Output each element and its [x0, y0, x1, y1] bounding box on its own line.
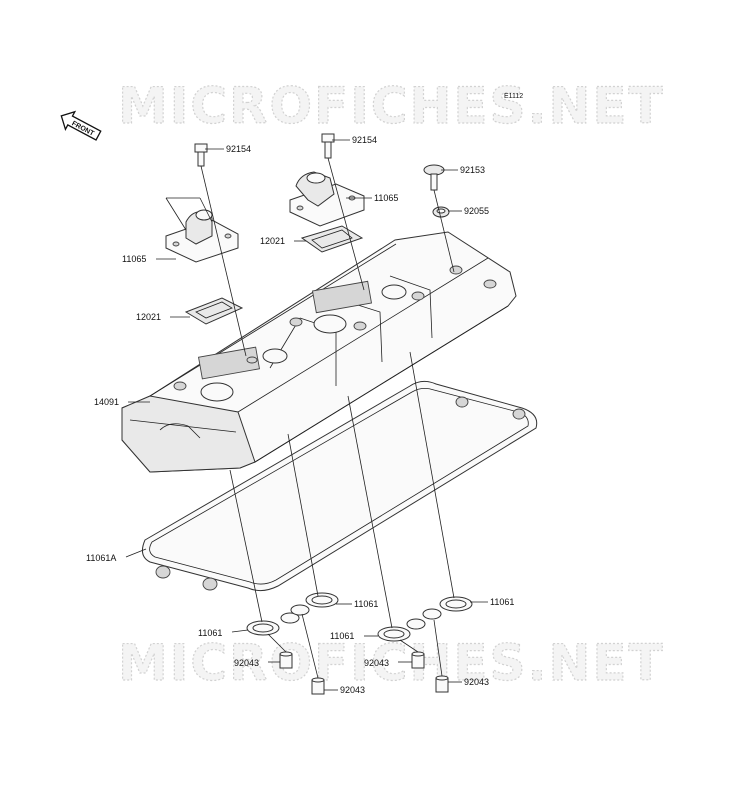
label-plug-gasket-b: 11061: [354, 599, 378, 609]
washer: [432, 206, 450, 218]
cover-gasket: [141, 380, 538, 592]
plug-gasket-d: [422, 596, 473, 620]
label-plug-gasket-a: 11061: [198, 628, 222, 638]
plug-gasket-c: [377, 618, 426, 642]
plate-left: [184, 297, 244, 325]
label-head-cover: 14091: [94, 397, 119, 407]
plate-right: [300, 225, 364, 253]
label-plate-right: 12021: [260, 236, 285, 246]
label-cover-gasket: 11061A: [86, 553, 116, 563]
bolt-right: [321, 133, 335, 159]
label-dowel-b: 92043: [340, 685, 365, 695]
arrow-icon: [60, 110, 102, 141]
front-marker: FRONT: [60, 110, 102, 141]
label-bolt-left: 92154: [226, 144, 251, 154]
label-breather-left: 11065: [122, 254, 146, 264]
label-breather-right: 11065: [374, 193, 398, 203]
label-bolt-right: 92154: [352, 135, 377, 145]
label-plug-gasket-c: 11061: [330, 631, 354, 641]
diagram-code: E1112: [504, 93, 523, 100]
bolt-left: [194, 143, 208, 167]
plug-gasket-a: [246, 612, 300, 636]
screw: [423, 164, 445, 191]
label-dowel-d: 92043: [464, 677, 489, 687]
breather-left: [165, 209, 239, 263]
watermark-bottom: MICROFICHES.NET: [118, 634, 665, 692]
label-washer: 92055: [464, 206, 489, 216]
label-screw: 92153: [460, 165, 485, 175]
dowel-d: [435, 675, 449, 693]
plug-gasket-b: [290, 592, 339, 616]
watermark-top: MICROFICHES.NET: [118, 77, 665, 135]
leader-lines: [125, 139, 488, 691]
dowel-a: [279, 651, 293, 669]
label-plug-gasket-d: 11061: [490, 597, 514, 607]
part-labels: 92154 92154 92153 92055 11065 11065 1202…: [86, 135, 514, 695]
dowel-b: [311, 677, 325, 695]
label-plate-left: 12021: [136, 312, 161, 322]
head-cover: [121, 231, 517, 473]
label-dowel-a: 92043: [234, 658, 259, 668]
dowel-c: [411, 651, 425, 669]
label-dowel-c: 92043: [364, 658, 389, 668]
breather-right: [289, 171, 365, 227]
